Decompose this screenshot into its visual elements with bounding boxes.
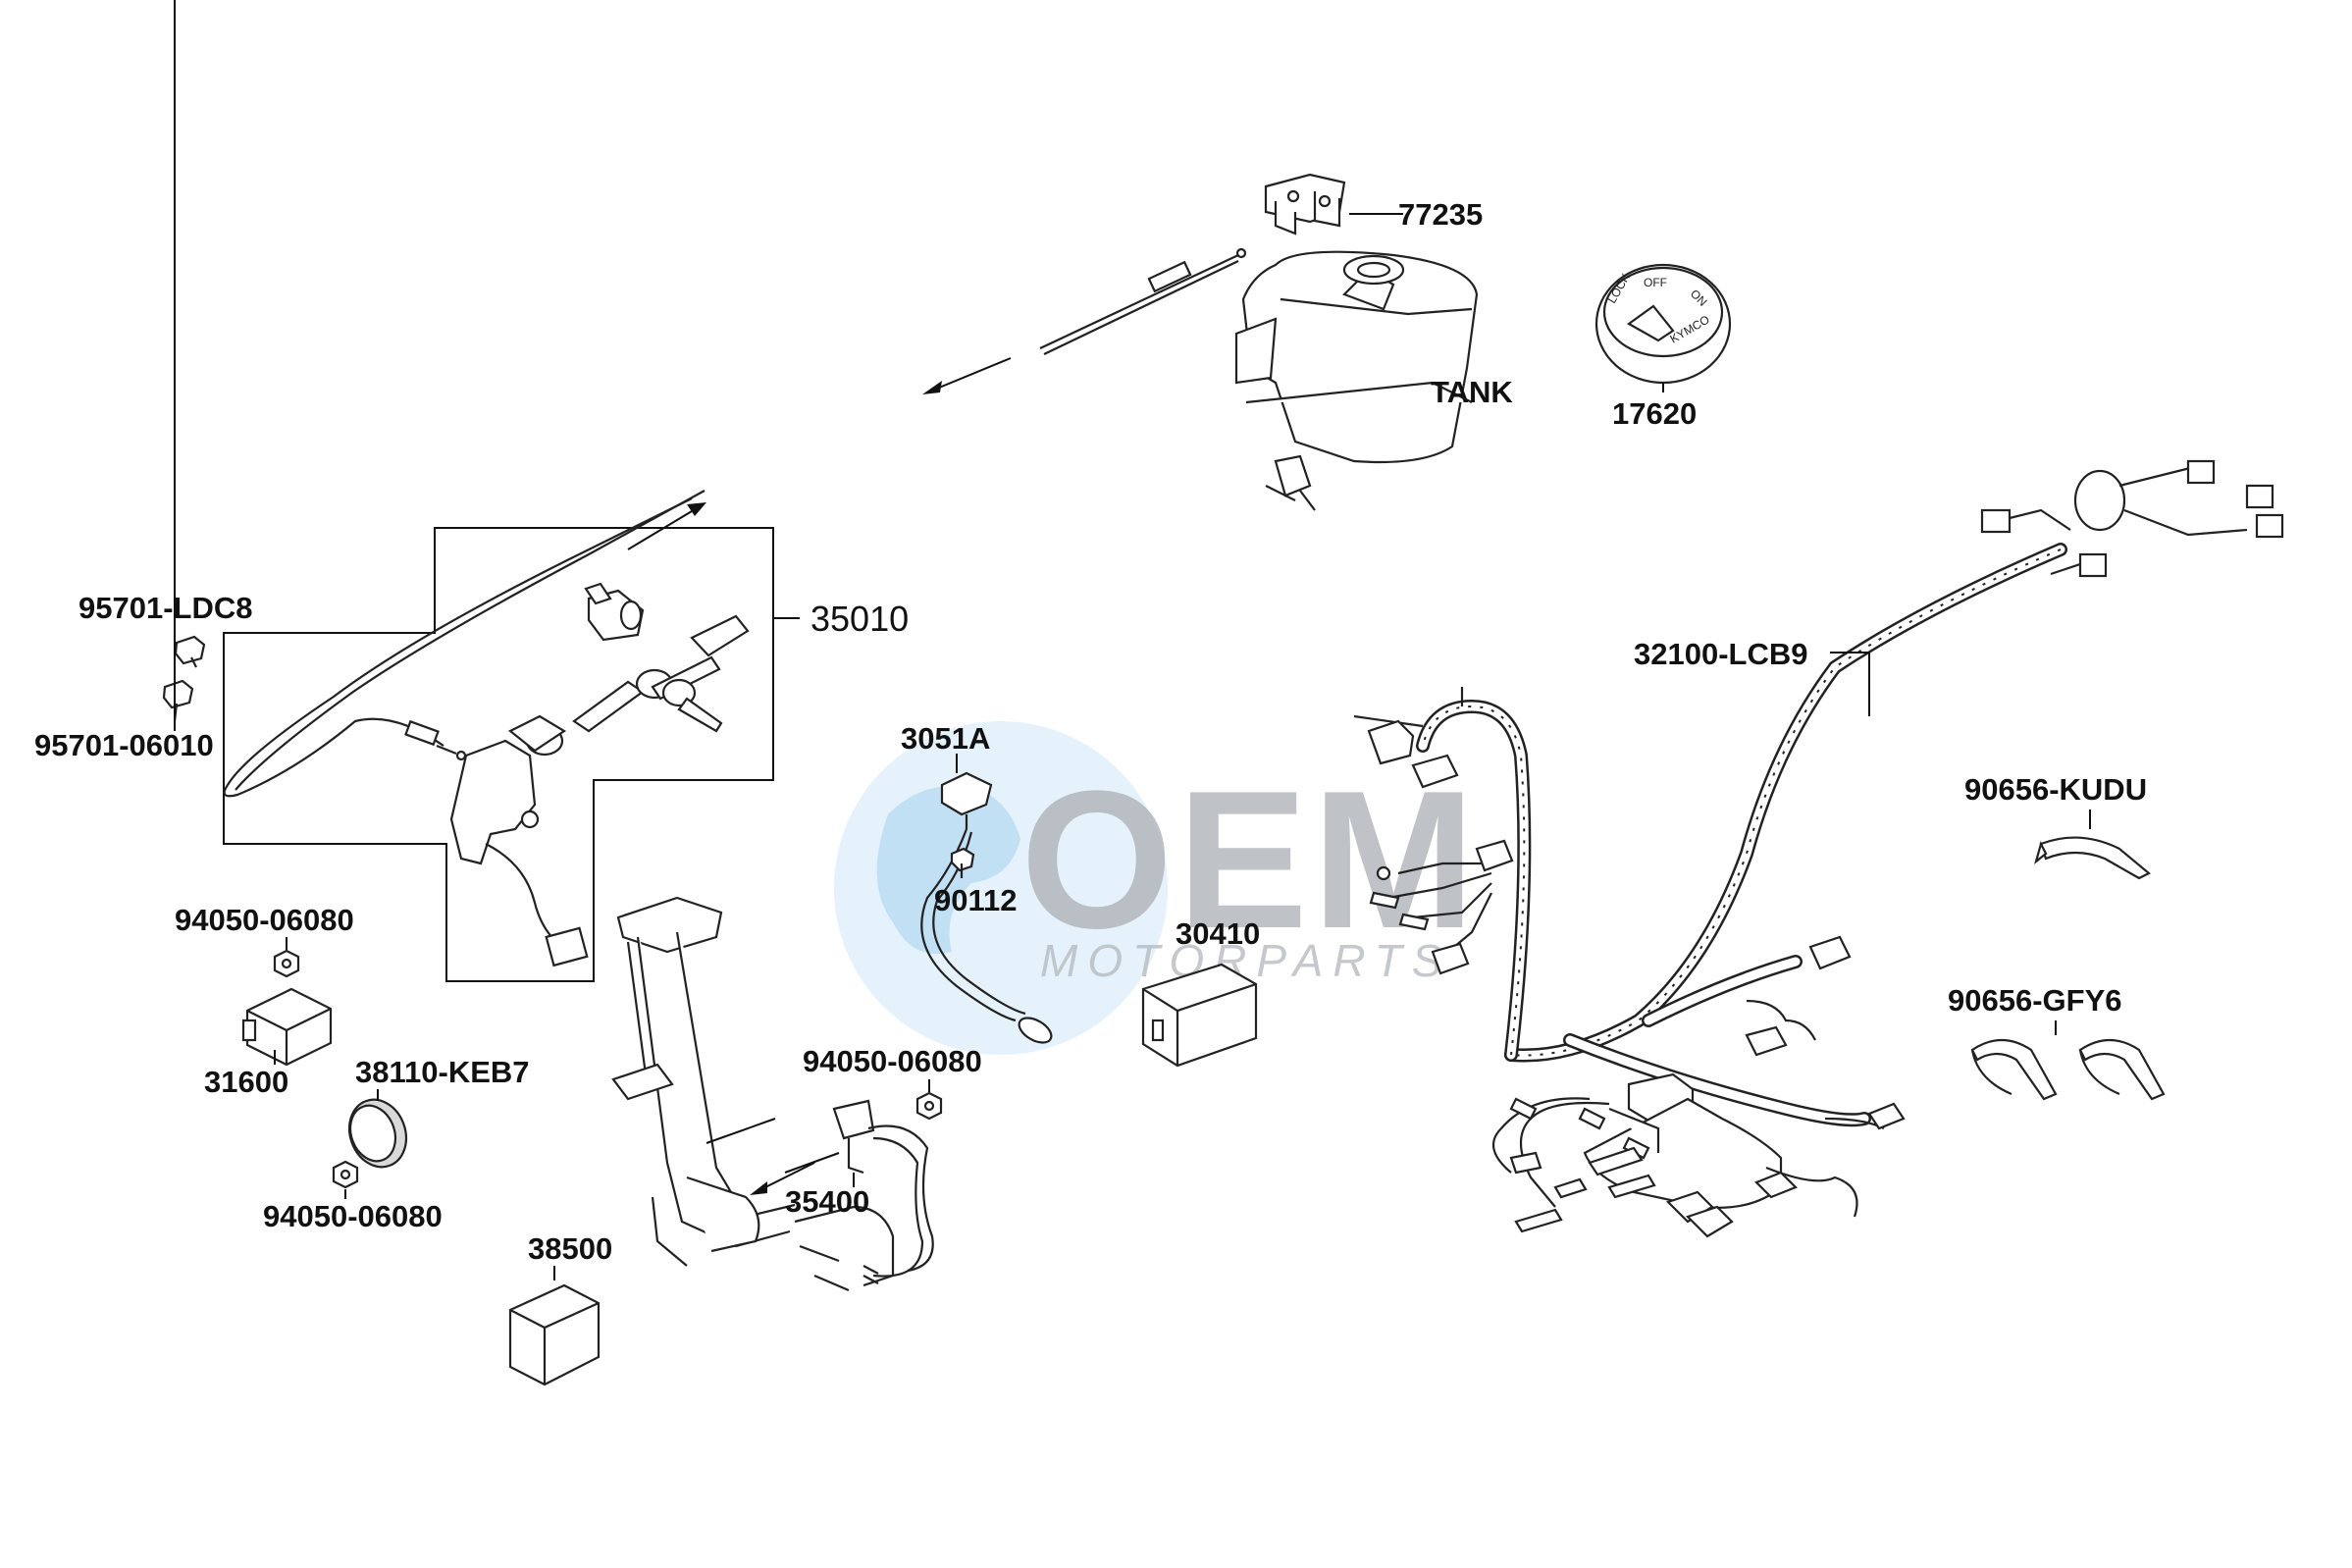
- label-90112: 90112: [934, 883, 1018, 917]
- fuel-tank[interactable]: [1234, 250, 1479, 511]
- part-30410-cdi-icon[interactable]: [1141, 963, 1258, 1068]
- label-35400: 35400: [785, 1184, 869, 1219]
- kit-35010-outline: [223, 527, 800, 982]
- label-90656-gfy6: 90656-GFY6: [1948, 983, 2122, 1018]
- frame-bracket: [611, 896, 895, 1292]
- label-3051a: 3051A: [901, 721, 990, 756]
- label-17620: 17620: [1612, 396, 1697, 431]
- choke-cable-upper: [922, 247, 1247, 394]
- relay-31600-icon[interactable]: [241, 987, 333, 1067]
- seat-lock-cable[interactable]: [223, 490, 706, 798]
- nut-94050-06080-b-icon[interactable]: [332, 1160, 359, 1189]
- label-30410: 30410: [1176, 916, 1260, 951]
- watermark-continent-icon: [876, 785, 1020, 954]
- screw-90112-icon[interactable]: [950, 847, 975, 878]
- label-tank: TANK: [1431, 375, 1513, 409]
- keys-icon[interactable]: [572, 614, 750, 733]
- tie-90656-kudu-icon[interactable]: [2034, 836, 2151, 880]
- label-77235: 77235: [1398, 197, 1483, 232]
- bolt-95701-06010-icon[interactable]: [162, 679, 194, 722]
- part-77235-bracket[interactable]: [1264, 173, 1346, 235]
- label-31600: 31600: [204, 1065, 288, 1099]
- label-38500: 38500: [528, 1231, 612, 1266]
- label-95701-06010: 95701-06010: [34, 728, 214, 762]
- tie-90656-gfy6-b-icon[interactable]: [2078, 1039, 2166, 1101]
- label-94050-06080-c: 94050-06080: [803, 1044, 982, 1078]
- lock-cylinder[interactable]: [584, 582, 645, 642]
- switch-35400-icon[interactable]: [750, 1099, 934, 1284]
- part-38500-block-icon[interactable]: [508, 1283, 601, 1386]
- ignition-switch[interactable]: [449, 714, 589, 967]
- bolt-95701-ldc8-icon[interactable]: [174, 635, 206, 668]
- horn-38110-keb7-icon[interactable]: [340, 1092, 416, 1176]
- watermark-brand: OEM: [1020, 751, 1480, 969]
- label-94050-06080-b: 94050-06080: [263, 1199, 443, 1233]
- tie-90656-gfy6-a-icon[interactable]: [1970, 1039, 2058, 1101]
- part-17620-ignition-cap[interactable]: LOCK OFF ON KYMCO: [1594, 263, 1732, 385]
- label-94050-06080-a: 94050-06080: [175, 903, 354, 937]
- nut-94050-06080-c-icon[interactable]: [915, 1091, 943, 1121]
- label-95701-ldc8: 95701-LDC8: [78, 591, 252, 625]
- label-32100-lcb9: 32100-LCB9: [1634, 637, 1807, 671]
- nut-94050-06080-a-icon[interactable]: [273, 949, 300, 978]
- labels: 77235 TANK 17620 35010 95701-LDC8 95701-…: [34, 197, 2147, 1266]
- label-90656-kudu: 90656-KUDU: [1964, 772, 2147, 807]
- part-3051a-sensor[interactable]: [920, 771, 1055, 1048]
- label-35010: 35010: [810, 599, 909, 639]
- label-38110-keb7: 38110-KEB7: [355, 1055, 530, 1089]
- watermark: OEM MOTORPARTS: [834, 721, 1480, 1055]
- main-harness-32100-lcb9[interactable]: [1353, 459, 2284, 1238]
- ignition-cap-mark-off: OFF: [1644, 276, 1667, 289]
